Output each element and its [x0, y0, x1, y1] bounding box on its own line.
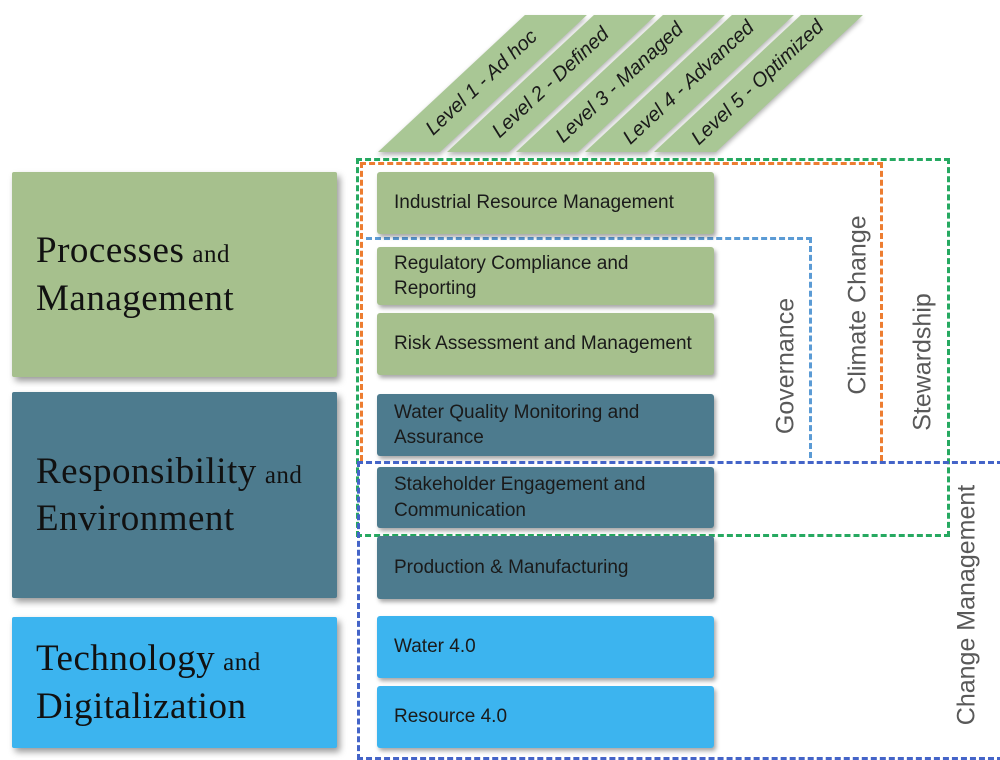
bar-risk-assessment-and-management: Risk Assessment and Management	[377, 313, 714, 375]
stewardship-label: Stewardship	[908, 293, 937, 431]
bar-water-4-0: Water 4.0	[377, 616, 714, 678]
bar-water-quality-monitoring-and-assurance: Water Quality Monitoring and Assurance	[377, 394, 714, 456]
governance-label: Governance	[771, 297, 800, 435]
category-line: Management	[36, 277, 235, 319]
category-line: Environment	[36, 498, 235, 539]
category-line: Digitalization	[36, 685, 247, 727]
climate-change-dashed-box	[360, 162, 883, 461]
bar-stakeholder-engagement-and-communication: Stakeholder Engagement and Communication	[377, 467, 714, 528]
governance-dashed-box	[366, 237, 812, 458]
bar-production-and-manufacturing: Production & Manufacturing	[377, 536, 714, 599]
change-management-label: Change Management	[952, 484, 981, 726]
change-management-dashed-box	[357, 461, 1000, 760]
bar-resource-4-0: Resource 4.0	[377, 686, 714, 748]
stewardship-dashed-box	[356, 158, 950, 537]
bar-regulatory-compliance-and-reporting: Regulatory Compliance and Reporting	[377, 247, 714, 305]
bar-industrial-resource-management: Industrial Resource Management	[377, 172, 714, 234]
climate-change-label: Climate Change	[843, 215, 872, 395]
